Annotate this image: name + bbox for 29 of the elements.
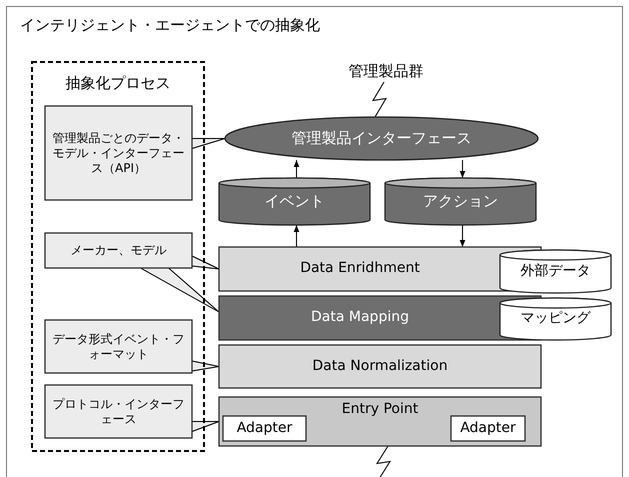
group-heading: Entry Point [342, 401, 418, 418]
callout-box: プロトコル・インターフェース [45, 385, 192, 438]
diagram-title: インテリジェント・エージェントでの抽象化 [20, 16, 320, 35]
callout-box: データ形式イベント・フォーマット [45, 320, 192, 373]
database-cylinder: イベント [219, 178, 370, 225]
layer-box [219, 397, 541, 446]
layer-box: Data Normalization [219, 345, 541, 388]
callout-pointer [192, 360, 220, 372]
callout-pointer [138, 268, 220, 312]
process-group [32, 62, 204, 451]
arrow [294, 160, 300, 178]
arrow [294, 224, 300, 248]
callout-pointer [192, 138, 226, 149]
database-cylinder: アクション [385, 178, 536, 225]
interface-ellipse: 管理製品インターフェース [225, 117, 538, 160]
arrow [460, 160, 466, 178]
database-cylinder: 外部データ [500, 250, 611, 293]
database-cylinder: マッピング [500, 298, 611, 340]
adapter-box: Adapter [223, 416, 306, 441]
arrow [460, 224, 466, 248]
callout-pointer [192, 256, 220, 270]
callout-box: 管理製品ごとのデータ・モデル・インターフェース（API） [45, 106, 192, 200]
adapter-box: Adapter [451, 416, 525, 441]
callout-pointer [192, 421, 220, 432]
text-label: 管理製品群 [336, 60, 436, 82]
lightning-line [376, 446, 391, 477]
callout-box: メーカー、モデル [45, 233, 192, 268]
lightning-line [372, 82, 387, 118]
group-heading: 抽象化プロセス [66, 74, 170, 93]
